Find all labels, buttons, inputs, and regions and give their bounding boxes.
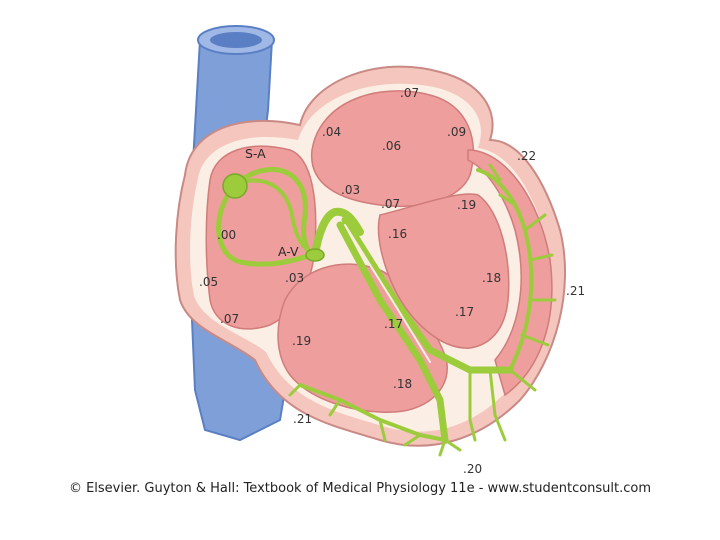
time-label: .17 xyxy=(455,305,474,319)
time-label: .06 xyxy=(382,139,401,153)
conduction-system xyxy=(216,163,557,457)
time-label: .09 xyxy=(447,125,466,139)
time-label: .21 xyxy=(566,284,585,298)
time-label: .00 xyxy=(217,228,236,242)
internodal-pathway-middle xyxy=(233,178,314,254)
time-label: .22 xyxy=(517,149,536,163)
left-atrium-chamber xyxy=(311,90,474,207)
time-label: .04 xyxy=(322,125,341,139)
time-label: .19 xyxy=(457,198,476,212)
time-label: .07 xyxy=(400,86,419,100)
av-node-label: A-V xyxy=(278,244,299,259)
sa-node-label: S-A xyxy=(245,146,266,161)
copyright-caption: © Elsevier. Guyton & Hall: Textbook of M… xyxy=(68,481,652,496)
time-label: .20 xyxy=(463,462,482,476)
right-bundle-branch xyxy=(336,221,449,444)
time-label: .05 xyxy=(199,275,218,289)
left-ventricle-chamber xyxy=(377,193,510,349)
left-bundle-branch xyxy=(341,216,514,374)
bundle-inner-line xyxy=(344,224,431,363)
ventricle-outer-wall xyxy=(467,149,553,397)
time-label: .17 xyxy=(384,317,403,331)
time-label: .19 xyxy=(292,334,311,348)
sa-node xyxy=(222,173,248,199)
time-label: .18 xyxy=(482,271,501,285)
time-label: .16 xyxy=(388,227,407,241)
time-label: .03 xyxy=(341,183,360,197)
time-label: .07 xyxy=(381,197,400,211)
bundle-of-his xyxy=(311,207,364,259)
time-label: .07 xyxy=(220,312,239,326)
av-node xyxy=(305,248,325,262)
time-label: .18 xyxy=(393,377,412,391)
internodal-pathway-inner xyxy=(216,182,315,267)
time-label: .21 xyxy=(293,412,312,426)
time-label: .03 xyxy=(285,271,304,285)
